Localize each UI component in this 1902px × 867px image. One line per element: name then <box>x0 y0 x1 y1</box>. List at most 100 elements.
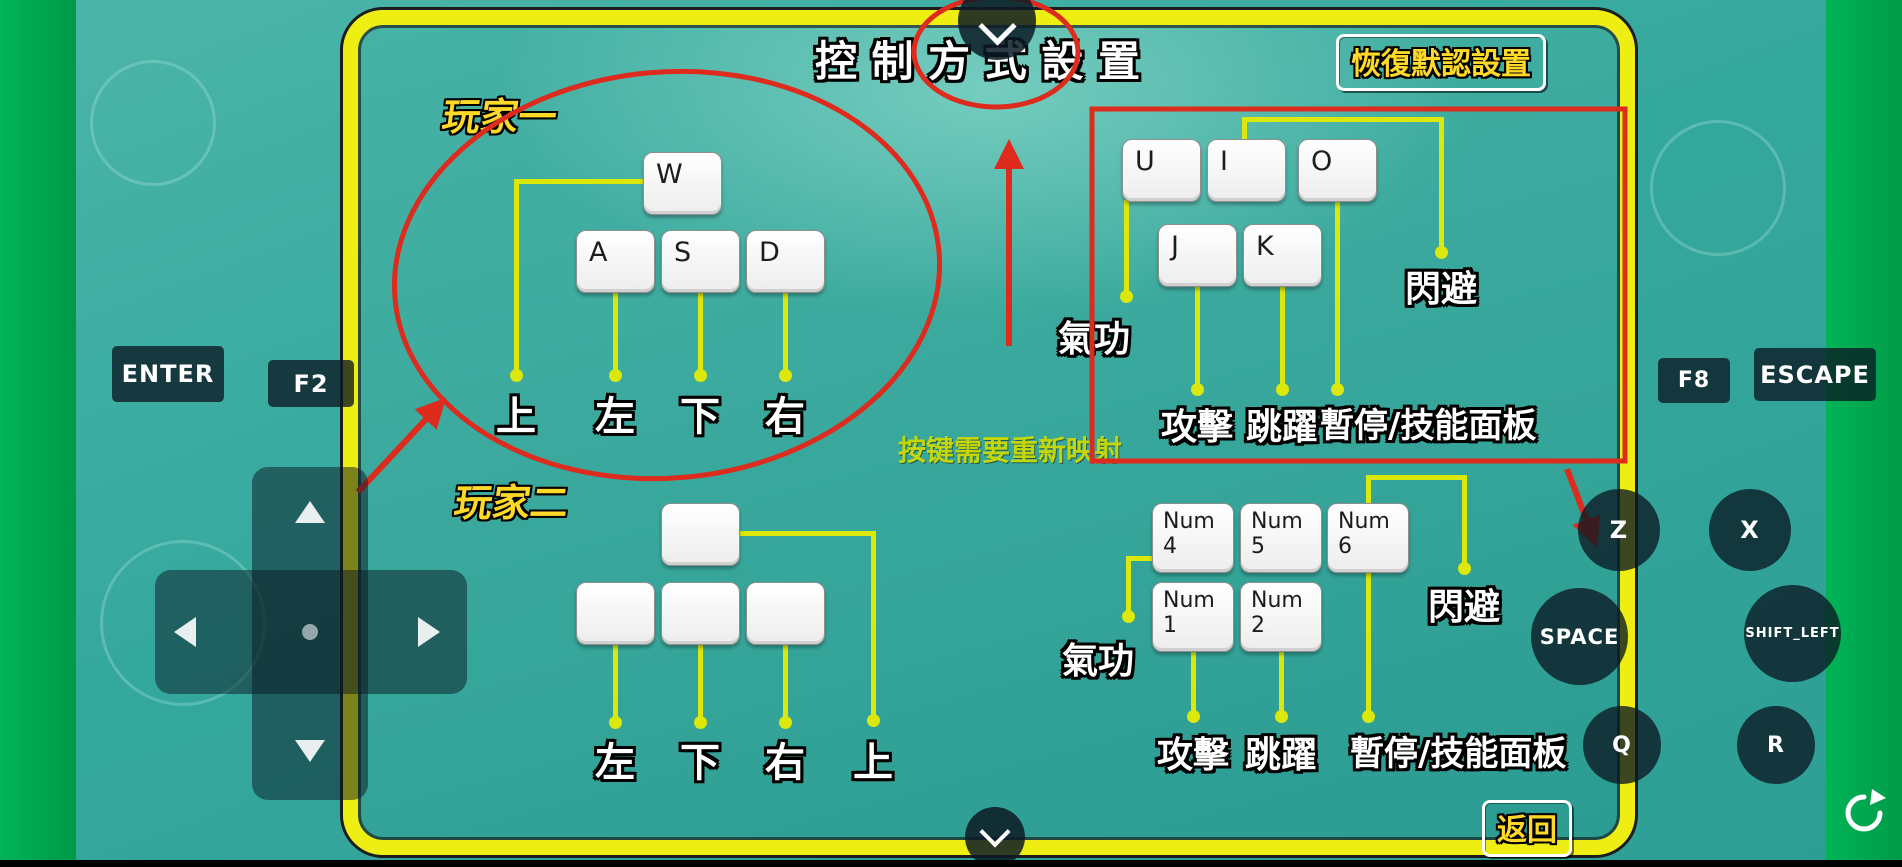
connector-dot <box>1435 246 1448 259</box>
q-button[interactable]: Q <box>1583 706 1661 784</box>
keycap-k[interactable]: K <box>1243 224 1322 287</box>
keycap-num1[interactable]: Num 1 <box>1152 582 1234 652</box>
dpad-right-icon[interactable] <box>418 617 440 647</box>
keycap-i[interactable]: I <box>1207 139 1286 202</box>
bottom-letterbox <box>0 860 1902 867</box>
p2-label-pause-skill: 暫停/技能面板 <box>1350 734 1567 774</box>
connector-line <box>1126 556 1131 614</box>
bottom-chevron-button[interactable] <box>965 807 1025 867</box>
back-button[interactable]: 返回 <box>1482 800 1572 857</box>
enter-button[interactable]: ENTER <box>112 346 224 402</box>
connector-dot <box>1331 383 1344 396</box>
player1-label: 玩家一 <box>439 95 560 139</box>
keycap-d[interactable]: D <box>746 230 825 293</box>
connector-line <box>698 643 703 722</box>
connector-dot <box>1191 383 1204 396</box>
dpad-up-icon[interactable] <box>295 501 325 523</box>
connector-line <box>1126 556 1156 561</box>
keycap-num6[interactable]: Num 6 <box>1327 503 1409 573</box>
space-button[interactable]: SPACE <box>1531 588 1628 685</box>
connector-dot <box>867 714 880 727</box>
keycap-p2-down[interactable] <box>661 582 740 645</box>
keycap-num2[interactable]: Num 2 <box>1240 582 1322 652</box>
connector-dot <box>1275 710 1288 723</box>
connector-line <box>1462 475 1467 566</box>
r-button[interactable]: R <box>1737 706 1815 784</box>
background-swirl <box>1650 120 1786 256</box>
connector-line <box>1279 650 1284 714</box>
connector-line <box>1191 650 1196 714</box>
connector-dot <box>609 369 622 382</box>
connector-dot <box>1187 710 1200 723</box>
p1-label-left: 左 <box>595 394 635 440</box>
keycap-a[interactable]: A <box>576 230 655 293</box>
connector-line <box>698 291 703 373</box>
connector-line <box>1366 475 1466 480</box>
dpad-left-icon[interactable] <box>174 617 196 647</box>
p2-label-jump: 跳躍 <box>1244 735 1317 776</box>
p2-label-right: 右 <box>765 740 805 786</box>
keycap-p2-right[interactable] <box>746 582 825 645</box>
dpad-center-dot <box>302 624 318 640</box>
connector-dot <box>694 369 707 382</box>
connector-line <box>1124 200 1129 294</box>
keycap-w[interactable]: W <box>643 152 722 215</box>
connector-line <box>1195 285 1200 387</box>
connector-line <box>613 291 618 373</box>
rotate-screen-button[interactable] <box>1838 787 1890 839</box>
background-swirl <box>90 60 216 186</box>
keycap-o[interactable]: O <box>1298 139 1377 202</box>
keycap-j[interactable]: J <box>1158 224 1237 287</box>
connector-line <box>516 179 645 184</box>
x-button[interactable]: X <box>1709 489 1791 571</box>
escape-button[interactable]: ESCAPE <box>1754 348 1876 401</box>
p2-label-left: 左 <box>595 740 635 786</box>
connector-dot <box>1458 562 1471 575</box>
chevron-down-icon <box>979 816 1011 848</box>
keycap-u[interactable]: U <box>1122 139 1201 202</box>
player2-label: 玩家二 <box>451 481 572 525</box>
keycap-num4[interactable]: Num 4 <box>1152 503 1234 573</box>
connector-line <box>514 179 519 374</box>
keycap-p2-up[interactable] <box>661 503 740 566</box>
keycap-p2-left[interactable] <box>576 582 655 645</box>
restore-defaults-button[interactable]: 恢復默認設置 <box>1336 34 1546 91</box>
connector-dot <box>694 716 707 729</box>
p2-label-down: 下 <box>680 740 720 786</box>
keycap-num5[interactable]: Num 5 <box>1240 503 1322 573</box>
connector-line <box>1439 117 1444 250</box>
connector-dot <box>609 716 622 729</box>
connector-dot <box>1362 710 1375 723</box>
f8-button[interactable]: F8 <box>1658 358 1730 403</box>
screen-edge-left <box>0 0 76 867</box>
connector-line <box>1280 285 1285 387</box>
p1-label-pause-skill: 暫停/技能面板 <box>1320 406 1537 446</box>
connector-line <box>1366 571 1371 714</box>
connector-dot <box>510 369 523 382</box>
rotate-icon <box>1845 789 1886 832</box>
connector-dot <box>1276 383 1289 396</box>
z-button[interactable]: Z <box>1578 489 1660 571</box>
f2-button[interactable]: F2 <box>268 360 354 407</box>
dpad-down-icon[interactable] <box>295 740 325 762</box>
connector-line <box>1335 200 1340 387</box>
p1-label-jump: 跳躍 <box>1245 407 1318 448</box>
p2-label-qigong: 氣功 <box>1061 641 1134 682</box>
p1-label-attack: 攻擊 <box>1160 407 1233 448</box>
p1-label-dodge: 閃避 <box>1404 269 1477 310</box>
shift-left-button[interactable]: SHIFT_LEFT <box>1744 585 1841 682</box>
p1-label-right: 右 <box>765 394 805 440</box>
connector-dot <box>1120 290 1133 303</box>
connector-line <box>1366 475 1371 505</box>
screen-edge-right <box>1826 0 1902 867</box>
connector-dot <box>779 716 792 729</box>
p1-label-down: 下 <box>680 394 720 440</box>
keycap-s[interactable]: S <box>661 230 740 293</box>
connector-line <box>1242 117 1443 122</box>
chevron-down-icon <box>977 6 1017 46</box>
connector-line <box>871 531 876 720</box>
connector-line <box>613 643 618 722</box>
p1-label-up: 上 <box>496 394 536 440</box>
p2-label-attack: 攻擊 <box>1156 735 1229 776</box>
